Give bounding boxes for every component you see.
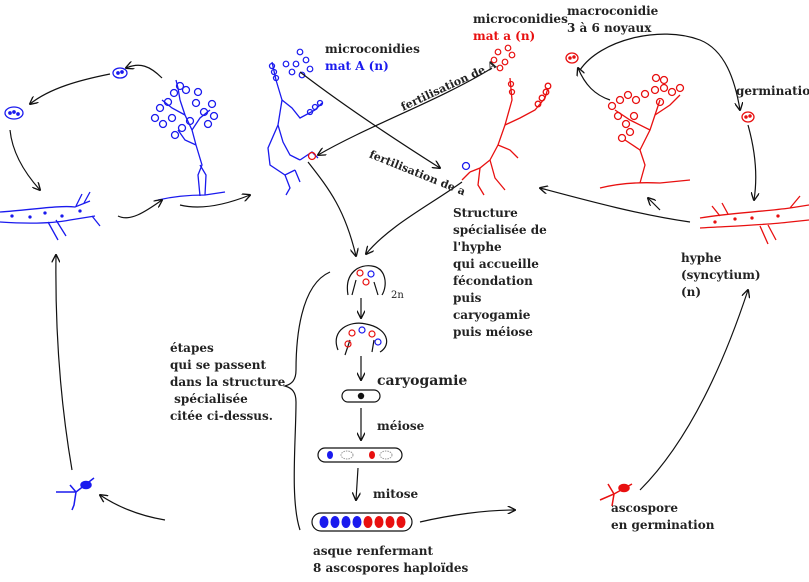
structure-line: Structure xyxy=(453,206,518,220)
etapes-brace xyxy=(282,271,331,531)
structure-line: fécondation xyxy=(453,274,533,288)
etapes-line: qui se passent xyxy=(170,358,266,372)
macroconidie-label: macroconidie 3 à 6 noyaux xyxy=(567,3,658,37)
blue-hypha-left xyxy=(0,191,101,241)
caryogamie-label: caryogamie xyxy=(377,373,468,389)
etapes-line: étapes xyxy=(170,341,214,355)
cycle-arrows xyxy=(9,33,756,523)
structure-line: spécialisée de xyxy=(453,223,547,237)
hyphe-line: (syncytium) xyxy=(681,268,761,282)
hyphe-line: (n) xyxy=(681,285,702,299)
fecundation-structure xyxy=(346,265,386,296)
microconidies-A-label: microconidies mat A (n) xyxy=(325,41,420,75)
structure-line: l'hyphe xyxy=(453,240,502,254)
ascospore-label: ascospore en germination xyxy=(611,500,714,534)
microconidies-a-text: microconidies xyxy=(473,12,568,26)
asque-label: asque renfermant 8 ascospores haploïdes xyxy=(313,543,468,577)
mitose-label: mitose xyxy=(373,487,419,501)
structure-line: puis méiose xyxy=(453,325,533,339)
ploidy-2n-label: 2n xyxy=(391,290,404,301)
red-conidiophore xyxy=(599,73,691,189)
blue-microconidia-group xyxy=(282,48,314,79)
red-macroconidium xyxy=(565,52,755,123)
blue-microconidia-left xyxy=(4,67,128,120)
macroconidie-text: macroconidie xyxy=(567,4,659,18)
ascus-8-ascospores xyxy=(311,512,413,532)
red-hypha-right xyxy=(699,195,809,245)
hyphe-label: hyphe (syncytium) (n) xyxy=(681,250,761,301)
asque-line: 8 ascospores haploïdes xyxy=(313,561,469,575)
microconidies-a-label: microconidies mat a (n) xyxy=(473,11,568,45)
red-germinating-ascospore xyxy=(599,483,633,507)
zygote-ascus xyxy=(341,389,381,403)
blue-germinating-ascospore xyxy=(56,477,95,511)
asque-line: asque renfermant xyxy=(313,544,433,558)
meiose-label: méiose xyxy=(377,419,425,433)
structure-line: qui accueille xyxy=(453,257,539,271)
mat-A-text: mat A (n) xyxy=(325,59,389,73)
structure-specialisee-label: Structure spécialisée de l'hyphe qui acc… xyxy=(453,205,547,341)
etapes-line: citée ci-dessus. xyxy=(170,409,273,423)
structure-line: caryogamie xyxy=(453,308,531,322)
structure-line: puis xyxy=(453,291,482,305)
ascospore-line: en germination xyxy=(611,518,715,532)
red-microconidia-group xyxy=(490,44,516,72)
blue-conidiophore xyxy=(150,79,226,201)
etapes-line: dans la structure xyxy=(170,375,286,389)
mat-a-text: mat a (n) xyxy=(473,29,536,43)
meiosis-ascus xyxy=(317,447,403,463)
microconidies-A-text: microconidies xyxy=(325,42,420,56)
noyaux-text: 3 à 6 noyaux xyxy=(567,21,652,35)
hyphe-line: hyphe xyxy=(681,251,722,265)
ascospore-line: ascospore xyxy=(611,501,678,515)
etapes-label: étapes qui se passent dans la structure … xyxy=(170,340,285,425)
blue-specialized-hypha xyxy=(267,61,324,196)
red-specialized-hypha xyxy=(461,77,552,196)
germination-label: germination xyxy=(736,84,809,98)
etapes-line: spécialisée xyxy=(170,392,248,406)
crozier-stage xyxy=(335,322,388,356)
